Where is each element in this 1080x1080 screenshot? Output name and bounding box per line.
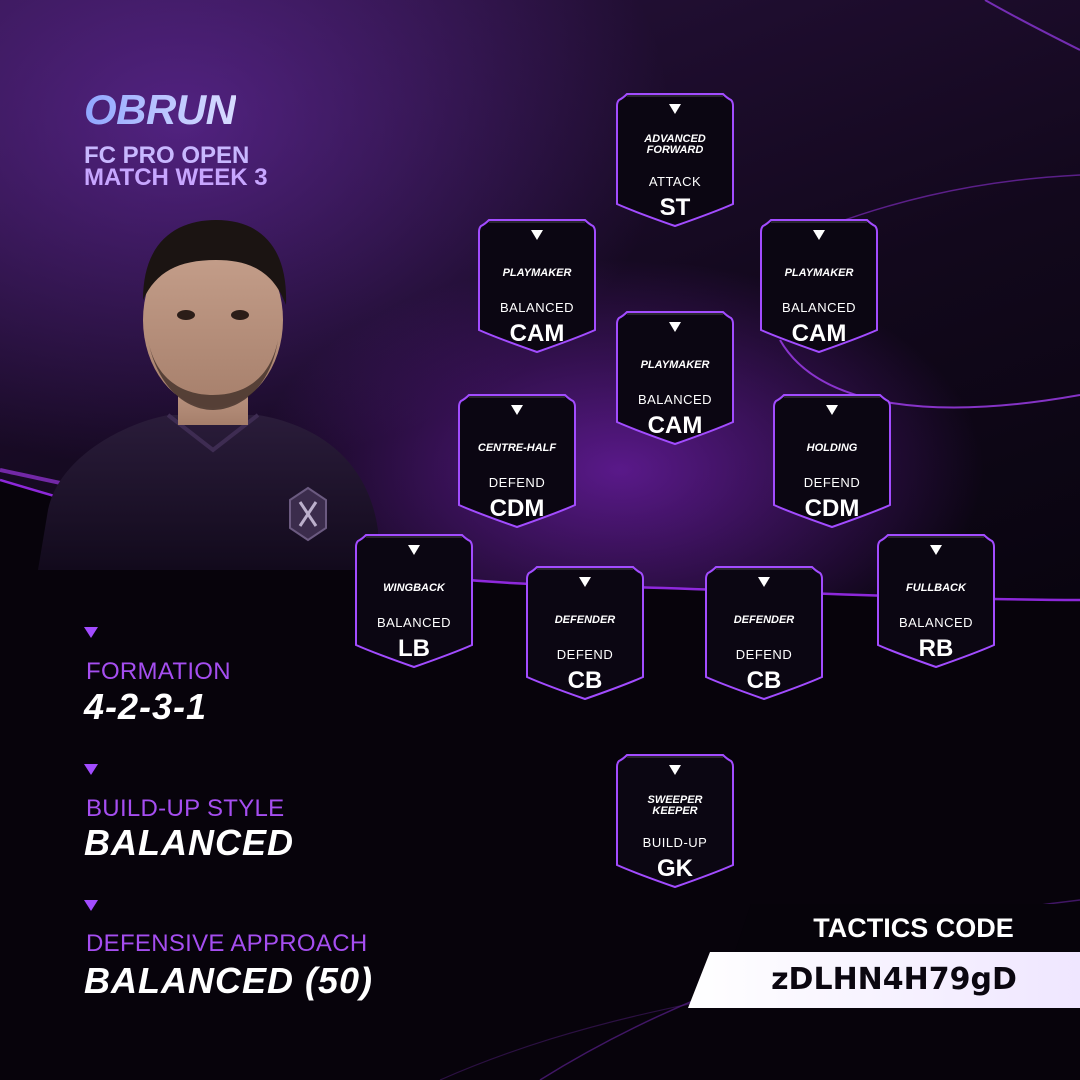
card-role: HOLDING (806, 442, 858, 454)
defensive-label: DEFENSIVE APPROACH (86, 930, 368, 957)
player-card-cb: DEFENDER DEFEND CB (525, 565, 645, 701)
build-up-value: BALANCED (84, 822, 294, 863)
card-instruction: DEFEND (556, 647, 614, 662)
card-marker-icon (408, 545, 420, 555)
card-role: DEFENDER (554, 614, 616, 626)
card-position: ST (659, 194, 691, 221)
card-position: CB (746, 667, 782, 694)
card-position: GK (657, 855, 693, 882)
formation-marker-icon (84, 627, 98, 638)
player-card-cb: DEFENDER DEFEND CB (704, 565, 824, 701)
player-card-lb: WINGBACK BALANCED LB (354, 533, 474, 669)
defensive-value: BALANCED (50) (84, 960, 374, 1001)
card-instruction: BALANCED (499, 300, 575, 315)
card-position: CAM (647, 412, 703, 439)
player-card-st: ADVANCED FORWARD ATTACK ST (615, 92, 735, 228)
build-up-label: BUILD-UP STYLE (86, 795, 285, 822)
player-card-cdm: HOLDING DEFEND CDM (772, 393, 892, 529)
card-position: CAM (509, 320, 565, 347)
card-position: CAM (791, 320, 847, 347)
player-card-cam: PLAYMAKER BALANCED CAM (759, 218, 879, 354)
card-instruction: BALANCED (376, 615, 452, 630)
formation-label: FORMATION (86, 658, 231, 685)
formation-value: 4-2-3-1 (84, 686, 208, 727)
card-role: DEFENDER (733, 614, 795, 626)
card-role: SWEEPER KEEPER (647, 794, 703, 817)
player-card-cam: PLAYMAKER BALANCED CAM (477, 218, 597, 354)
card-position: CDM (804, 495, 860, 522)
card-instruction: DEFEND (803, 475, 861, 490)
card-instruction: BUILD-UP (642, 835, 708, 850)
card-instruction: BALANCED (781, 300, 857, 315)
card-marker-icon (813, 230, 825, 240)
card-marker-icon (511, 405, 523, 415)
card-marker-icon (758, 577, 770, 587)
player-name: OBRUN (84, 86, 236, 133)
defensive-marker-icon (84, 900, 98, 911)
card-instruction: ATTACK (648, 174, 702, 189)
card-marker-icon (930, 545, 942, 555)
card-instruction: BALANCED (898, 615, 974, 630)
card-marker-icon (579, 577, 591, 587)
card-role: ADVANCED FORWARD (644, 133, 706, 156)
card-role: CENTRE-HALF (477, 442, 557, 454)
card-marker-icon (826, 405, 838, 415)
tactics-code-title: TACTICS CODE (735, 904, 1080, 952)
player-card-gk: SWEEPER KEEPER BUILD-UP GK (615, 753, 735, 889)
player-card-cdm: CENTRE-HALF DEFEND CDM (457, 393, 577, 529)
card-marker-icon (669, 322, 681, 332)
card-position: CDM (489, 495, 545, 522)
card-position: RB (918, 635, 954, 662)
player-card-rb: FULLBACK BALANCED RB (876, 533, 996, 669)
match-week: MATCH WEEK 3 (84, 164, 268, 191)
card-position: CB (567, 667, 603, 694)
event-title: FC PRO OPEN (84, 142, 250, 169)
card-role: FULLBACK (906, 582, 966, 594)
card-marker-icon (531, 230, 543, 240)
card-position: LB (398, 635, 430, 662)
card-marker-icon (669, 104, 681, 114)
card-instruction: DEFEND (488, 475, 546, 490)
card-role: PLAYMAKER (784, 267, 854, 279)
player-photo (38, 220, 378, 570)
card-role: PLAYMAKER (640, 359, 710, 371)
card-instruction: DEFEND (735, 647, 793, 662)
card-instruction: BALANCED (637, 392, 713, 407)
tactics-code-value: zDLHN4H79gD (688, 952, 1080, 1008)
build-up-marker-icon (84, 764, 98, 775)
card-marker-icon (669, 765, 681, 775)
player-card-cam: PLAYMAKER BALANCED CAM (615, 310, 735, 446)
card-role: PLAYMAKER (502, 267, 572, 279)
card-role: WINGBACK (383, 582, 445, 594)
